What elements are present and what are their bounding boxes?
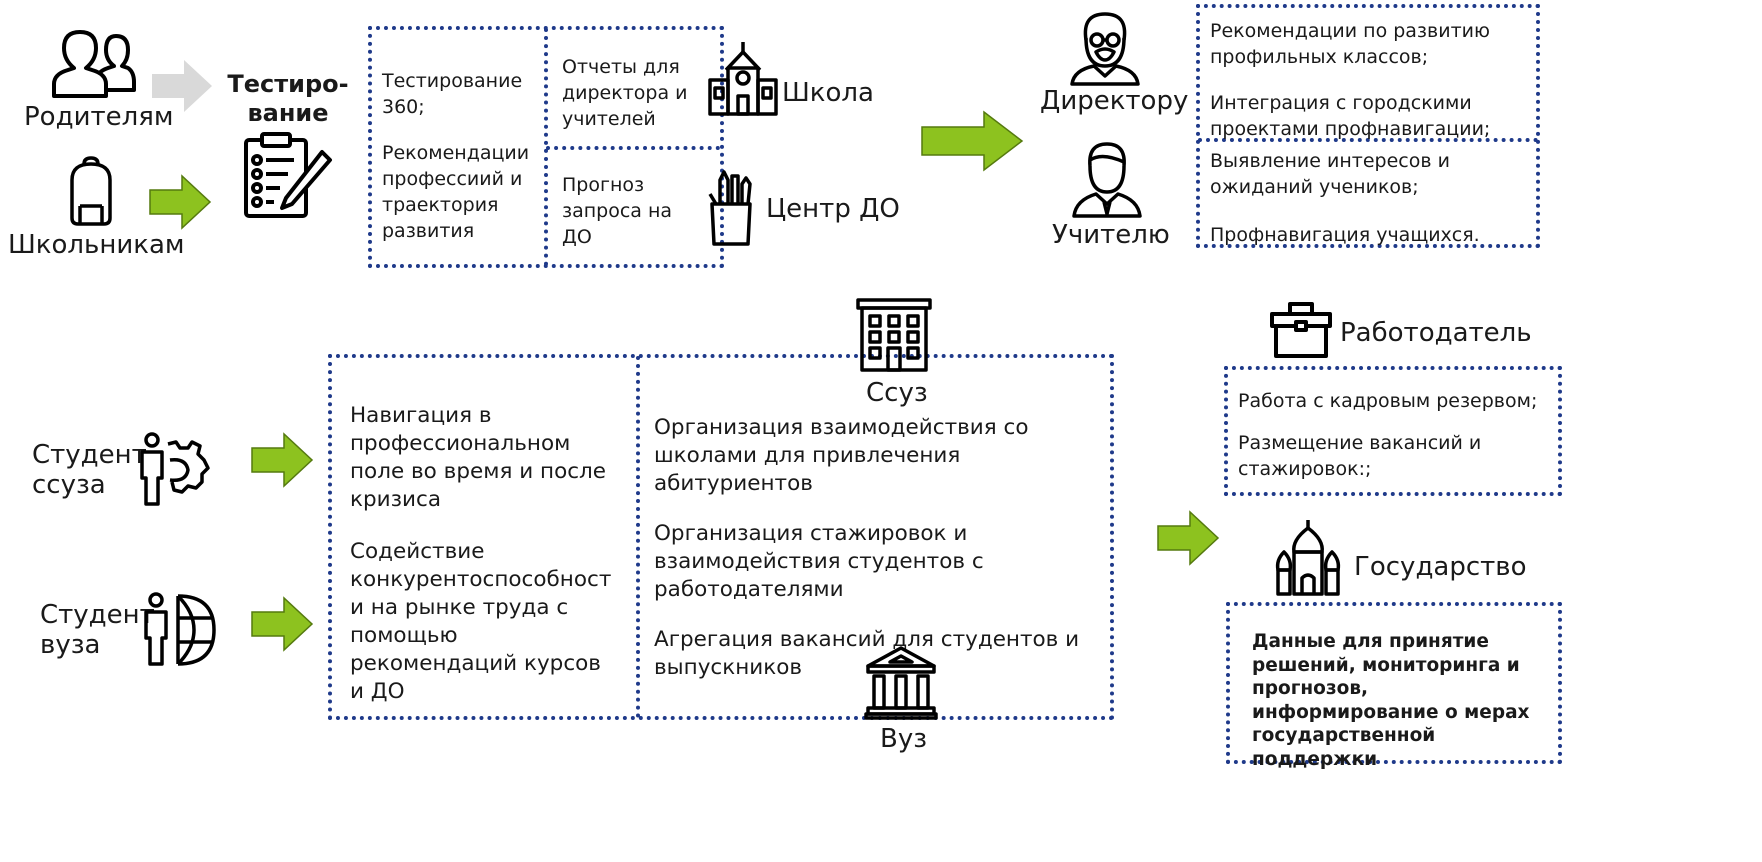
employer-item: Работа с кадровым резервом; [1238, 390, 1538, 412]
green-arrow [251, 596, 314, 652]
pencil-cup-icon [708, 170, 752, 246]
briefcase-icon [1270, 302, 1332, 358]
students-left-item: Навигация в профессиональном поле во вре… [350, 403, 607, 512]
students-middle-item: Организация стажировок и взаимодействия … [654, 521, 984, 602]
state-label: Государство [1354, 552, 1527, 582]
clipboard-icon [244, 132, 332, 218]
uni-student-line1: Студент [40, 600, 155, 630]
uni-student-label: Студент вуза [40, 600, 155, 660]
results-right-bottom: Прогноз запроса на ДО [562, 174, 673, 248]
college-student-line1: Студент [32, 440, 147, 470]
students-left-list: Навигация в профессиональном поле во вре… [350, 402, 620, 726]
person-gear-icon [140, 432, 210, 506]
recommendations-box [1196, 4, 1540, 248]
results-right-top: Отчеты для директора и учителей [562, 56, 688, 130]
results-left-item: Тестирование 360; [382, 70, 523, 118]
gray-arrow [152, 60, 212, 112]
green-arrow [1157, 510, 1220, 566]
testing-title-line2: вание [247, 99, 329, 127]
university-building-icon [864, 646, 938, 720]
recommendations-item: Выявление интересов и ожиданий учеников; [1210, 150, 1450, 198]
center-label: Центр ДО [766, 194, 900, 224]
person-globe-icon [144, 592, 216, 666]
teacher-icon [1072, 142, 1142, 218]
state-box [1226, 602, 1562, 764]
results-left-list: Тестирование 360; Рекомендации профессии… [382, 68, 540, 264]
college-building-icon [856, 298, 932, 372]
students-label: Школьникам [8, 230, 185, 260]
parents-icon [52, 30, 136, 98]
testing-title-line1: Тестиро- [227, 70, 349, 98]
college-student-line2: ссуза [32, 470, 106, 500]
recommendations-top-list: Рекомендации по развитию профильных клас… [1210, 18, 1520, 162]
green-arrow [251, 432, 314, 488]
backpack-icon [70, 156, 112, 226]
students-box [328, 354, 1114, 720]
employer-label: Работодатель [1340, 318, 1532, 348]
green-arrow [149, 174, 212, 230]
testing-title: Тестиро- вание [226, 70, 350, 128]
university-label: Вуз [880, 724, 928, 754]
college-label: Ссуз [866, 378, 928, 408]
director-label: Директору [1040, 86, 1189, 116]
green-arrow [921, 110, 1024, 172]
recommendations-item: Профнавигация учащихся. [1210, 224, 1480, 246]
results-left-item: Рекомендации профессиий и траектория раз… [382, 142, 530, 242]
teacher-label: Учителю [1052, 220, 1170, 250]
uni-student-line2: вуза [40, 630, 101, 660]
students-middle-item: Организация взаимодействия со школами дл… [654, 415, 1029, 496]
recommendations-bottom-list: Выявление интересов и ожиданий учеников;… [1210, 148, 1520, 268]
students-middle-list: Организация взаимодействия со школами дл… [654, 414, 1094, 702]
college-student-label: Студент ссуза [32, 440, 147, 500]
director-icon [1070, 12, 1140, 86]
students-middle-item: Агрегация вакансий для студентов и выпус… [654, 627, 1080, 680]
students-left-item: Содействие конкурентоспособност и на рын… [350, 539, 612, 704]
results-box-hdivider [546, 146, 720, 150]
parents-label: Родителям [24, 102, 174, 132]
students-box-divider [636, 356, 640, 718]
employer-box [1224, 366, 1562, 496]
recommendations-item: Интеграция с городскими проектами профна… [1210, 92, 1491, 140]
school-icon [708, 42, 778, 116]
recommendations-item: Рекомендации по развитию профильных клас… [1210, 20, 1490, 68]
school-label: Школа [782, 78, 874, 108]
employer-list: Работа с кадровым резервом; Размещение в… [1238, 388, 1556, 502]
state-text: Данные для принятие решений, мониторинга… [1252, 631, 1530, 770]
recommendations-box-divider [1198, 138, 1538, 142]
church-icon [1275, 520, 1341, 596]
employer-item: Размещение вакансий и стажировок:; [1238, 432, 1482, 480]
